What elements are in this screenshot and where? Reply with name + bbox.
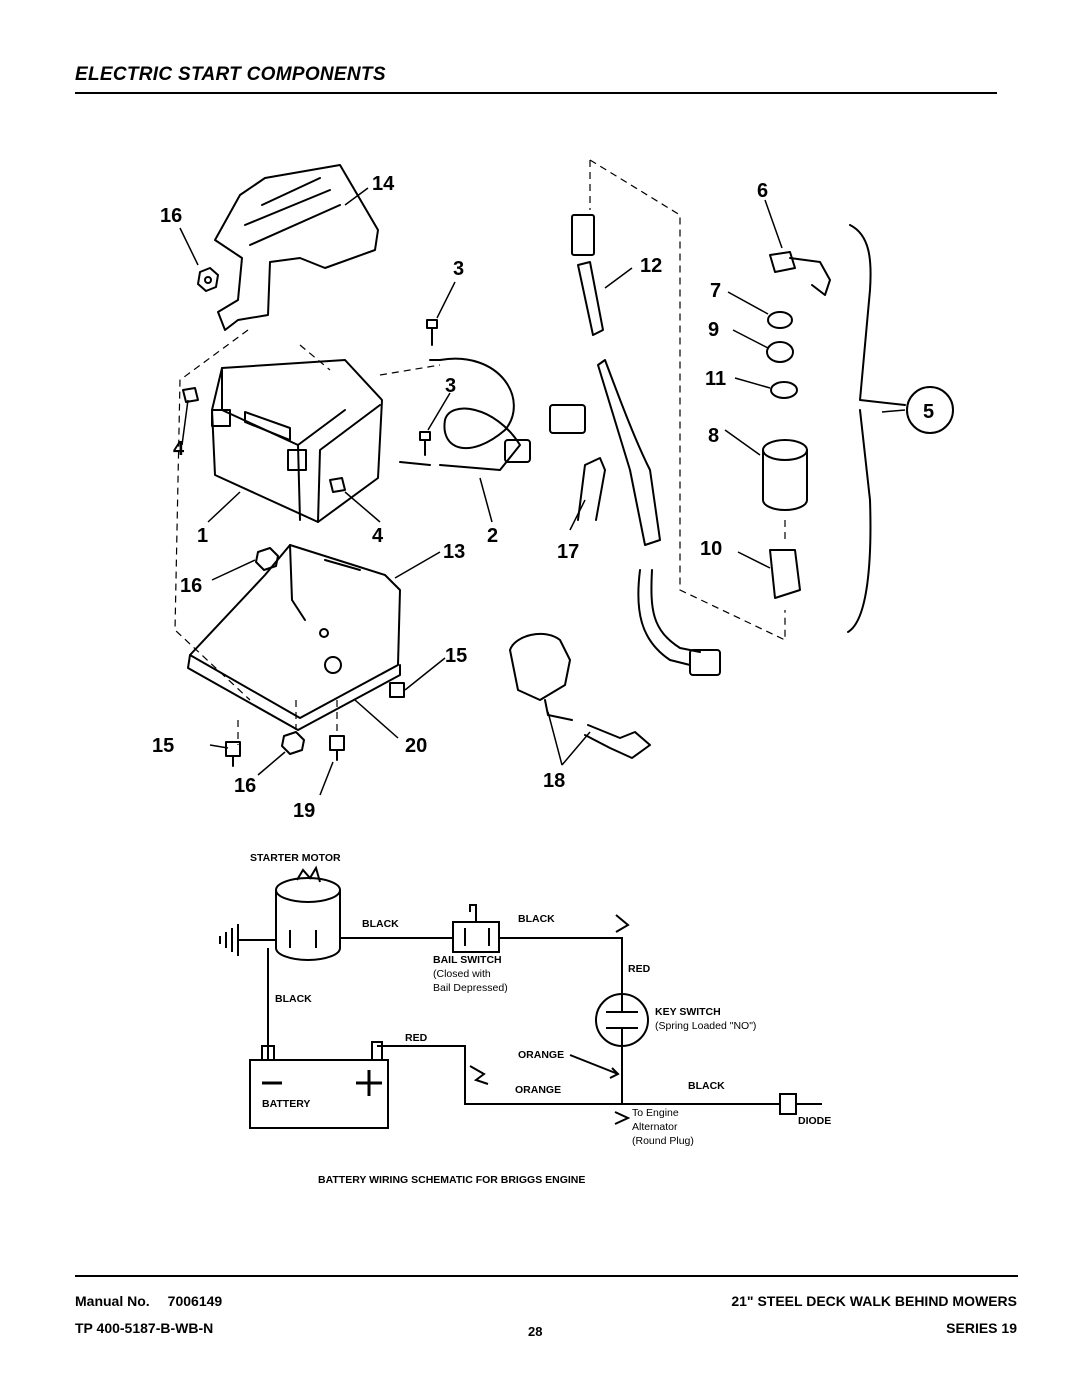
label-orange-1: ORANGE (518, 1049, 564, 1061)
callout-3b: 3 (445, 375, 456, 397)
engine-plug (509, 632, 571, 701)
callout-10: 10 (700, 538, 722, 560)
callout-15: 15 (445, 645, 467, 667)
callout-4: 4 (173, 438, 185, 460)
label-black-3: BLACK (275, 993, 312, 1005)
key-switch (769, 549, 801, 599)
label-orange-2: ORANGE (515, 1084, 561, 1096)
hold-down-bracket (214, 164, 379, 331)
callout-3: 3 (453, 258, 464, 280)
callout-15b: 15 (152, 735, 174, 757)
callout-14: 14 (372, 173, 395, 195)
footer-rule (75, 1275, 1018, 1277)
page-number: 28 (528, 1324, 543, 1339)
manual-value: 7006149 (167, 1293, 223, 1309)
callout-2: 2 (487, 525, 498, 547)
label-bail-switch-note-2: Bail Depressed) (433, 982, 508, 994)
label-starter-motor: STARTER MOTOR (250, 852, 341, 864)
callout-17: 17 (557, 541, 579, 563)
ignition-key (769, 251, 831, 296)
callout-6: 6 (757, 180, 768, 202)
callout-13: 13 (443, 541, 465, 563)
manual-label: Manual No. (75, 1293, 150, 1309)
product-title: 21" STEEL DECK WALK BEHIND MOWERS (731, 1293, 1017, 1309)
callout-19: 19 (293, 800, 315, 822)
battery-tray (189, 544, 401, 719)
label-black-1: BLACK (362, 918, 399, 930)
wiring-schematic (219, 865, 822, 1129)
callout-12: 12 (640, 255, 662, 277)
label-round-plug: (Round Plug) (632, 1135, 694, 1147)
title-rule (75, 92, 997, 94)
callout-4b: 4 (372, 525, 384, 547)
label-key-switch: KEY SWITCH (655, 1006, 721, 1018)
callout-18: 18 (543, 770, 565, 792)
series-label: SERIES 19 (946, 1320, 1017, 1336)
label-black-2: BLACK (518, 913, 555, 925)
callout-1: 1 (197, 525, 208, 547)
label-bail-switch: BAIL SWITCH (433, 954, 502, 966)
label-diode: DIODE (798, 1115, 831, 1127)
label-to-engine: To Engine (632, 1107, 679, 1119)
label-red-2: RED (405, 1032, 428, 1044)
manual-number: Manual No. 7006149 (75, 1293, 222, 1309)
callout-9: 9 (708, 319, 719, 341)
label-bail-switch-note-1: (Closed with (433, 968, 491, 980)
diode-symbol (779, 1093, 797, 1115)
hex-nut (197, 267, 219, 292)
label-alternator: Alternator (632, 1121, 678, 1133)
schematic-caption: BATTERY WIRING SCHEMATIC FOR BRIGGS ENGI… (318, 1174, 585, 1186)
tp-number: TP 400-5187-B-WB-N (75, 1320, 214, 1336)
callout-20: 20 (405, 735, 427, 757)
callout-5: 5 (923, 401, 934, 423)
label-key-switch-note: (Spring Loaded "NO") (655, 1020, 756, 1032)
callout-8: 8 (708, 425, 719, 447)
label-black-4: BLACK (688, 1080, 725, 1092)
battery-cable (439, 357, 521, 471)
callout-16c: 16 (234, 775, 256, 797)
callout-16: 16 (160, 205, 182, 227)
label-battery: BATTERY (262, 1098, 310, 1110)
starter-motor-symbol (275, 890, 341, 961)
label-red-1: RED (628, 963, 651, 975)
callout-16b: 16 (180, 575, 202, 597)
battery (211, 359, 383, 523)
callout-7: 7 (710, 280, 721, 302)
bail-switch-symbol (452, 921, 500, 953)
callout-11: 11 (705, 368, 726, 390)
page-title: ELECTRIC START COMPONENTS (75, 64, 386, 85)
battery-symbol (249, 1059, 389, 1129)
wiring-harness (577, 261, 604, 336)
